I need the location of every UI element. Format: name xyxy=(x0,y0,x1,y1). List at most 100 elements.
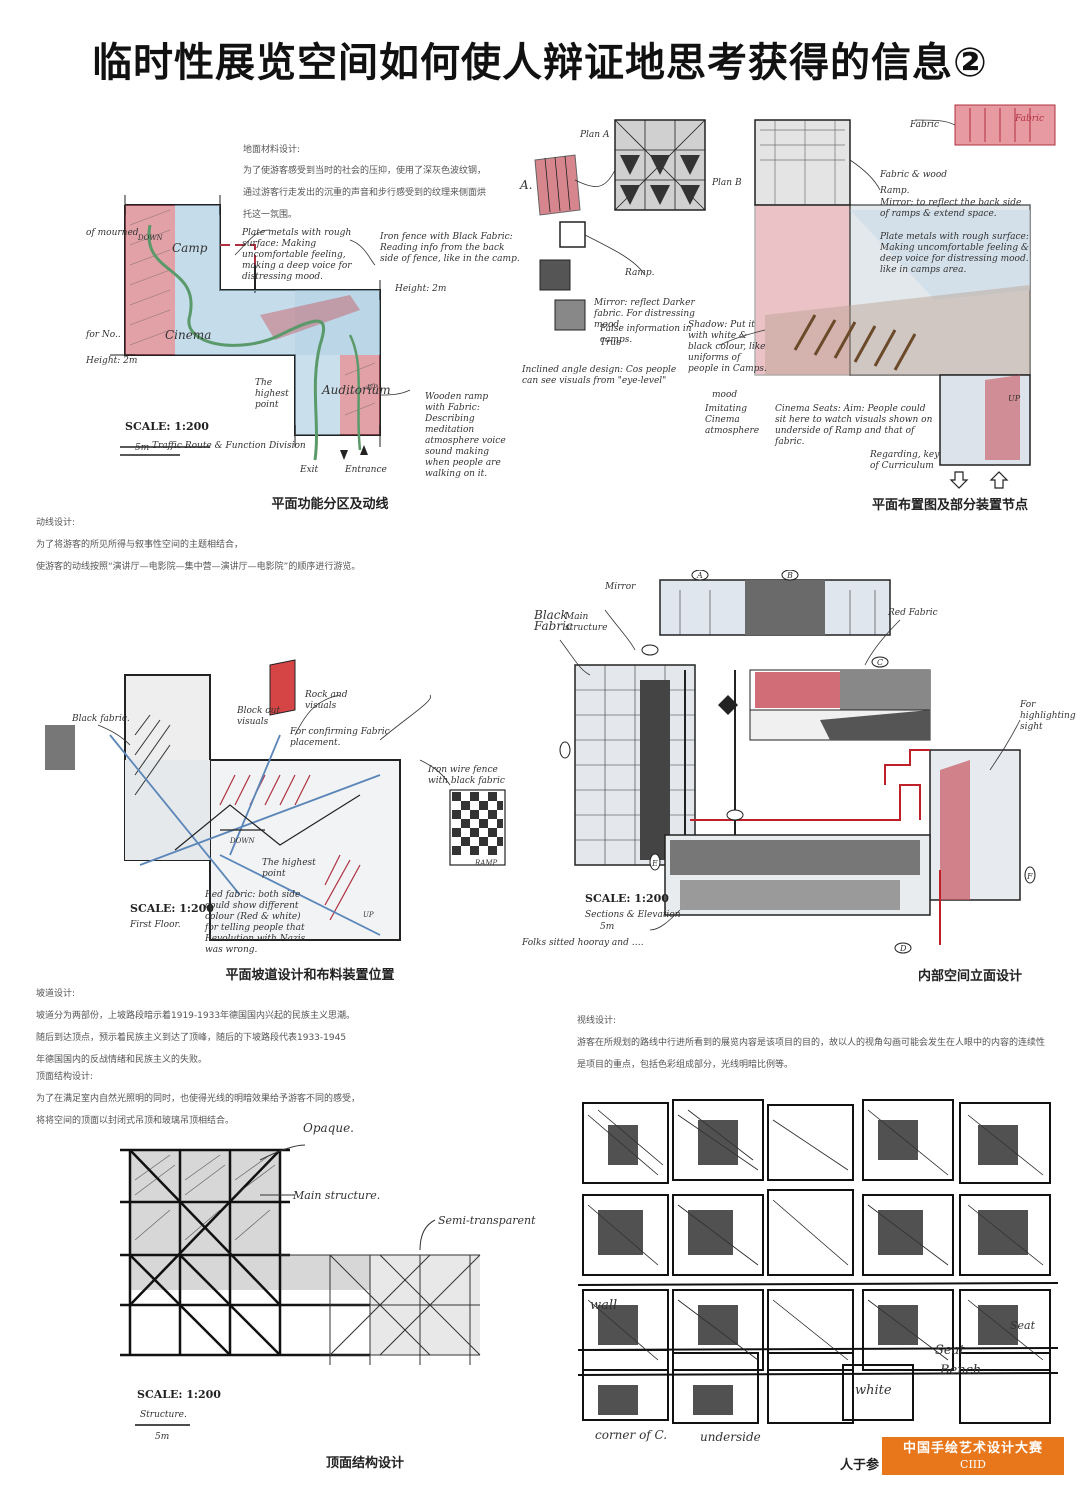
perspective-seat2-label: Seat xyxy=(1010,1319,1036,1332)
elevation-marker-f: F xyxy=(1027,872,1033,881)
ramp-line: 随后到达顶点，预示着民族主义到达了顶峰，随后的下坡路段代表1933-1945 xyxy=(36,1033,347,1043)
zoning-camp-label: Camp xyxy=(172,241,208,255)
elevation-scale: SCALE: 1:200 xyxy=(585,892,669,905)
circulation-section: 动线设计: 为了将游客的所见所得与叙事性空间的主题相结合， 使游客的动线按照“演… xyxy=(36,512,496,578)
ramp-section: 坡道设计: 坡道分为两部份，上坡路段暗示着1919-1933年德国国内兴起的民族… xyxy=(36,983,486,1071)
elevation-main-structure: Main structure xyxy=(565,612,608,633)
elevation-marker-a: A xyxy=(697,571,703,580)
badge-cn-text: 中国手绘艺术设计大赛 xyxy=(902,1441,1043,1456)
layout-fabric-pink-label: Fabric xyxy=(1015,114,1044,124)
zoning-unit: 5m xyxy=(135,443,150,453)
layout-plan-a: Plan A xyxy=(580,130,610,140)
layout-mirror-fabric: Mirror: reflect Darker fabric. For distr… xyxy=(594,298,695,330)
elevation-marker-c: C xyxy=(877,658,884,667)
layout-up: UP xyxy=(1008,394,1021,403)
layout-ramp-2: Ramp. xyxy=(625,268,655,278)
zoning-exit-label: Exit xyxy=(300,465,319,475)
floor-material-section: 地面材料设计: 为了使游客感受到当时的社会的压抑，使用了深灰色波纹钢， 通过游客… xyxy=(243,140,543,226)
caption-roof-structure: 顶面结构设计 xyxy=(325,1456,404,1471)
circulation-line: 使游客的动线按照“演讲厅—电影院—集中营—演讲厅—电影院”的顺序进行游览。 xyxy=(36,562,361,572)
elevation-bottom-note: Folks sitted hooray and …. xyxy=(522,938,644,948)
roof-main-structure-label: Main structure. xyxy=(293,1189,381,1202)
competition-badge: 中国手绘艺术设计大赛 CIID xyxy=(882,1437,1064,1475)
zoning-up-label: UP xyxy=(367,384,378,392)
ramp-down-label: DOWN xyxy=(230,837,255,845)
circulation-line: 为了将游客的所见所得与叙事性空间的主题相结合， xyxy=(36,540,244,550)
sightline-line: 是项目的重点，包括色彩组成部分，光线明暗比例等。 xyxy=(577,1060,794,1070)
ramp-highest-label: The highest point xyxy=(262,858,316,879)
ramp-red-fabric-note: Red fabric: both side could show differe… xyxy=(205,890,306,955)
zoning-left-note-2: for No.. xyxy=(86,330,121,340)
layout-plan-sketch xyxy=(534,104,1056,489)
layout-cinema-atmos: Imitating Cinema atmosphere xyxy=(705,404,760,436)
sightline-section: 视线设计: 游客在所规划的路线中行进所看到的展览内容是该项目的目的，故以人的视角… xyxy=(577,1010,1072,1076)
layout-inclined-note: Inclined angle design: Cos people can se… xyxy=(522,365,677,386)
ramp-scale: SCALE: 1:200 xyxy=(130,902,214,915)
layout-fabric-label: Fabric xyxy=(910,120,939,130)
perspective-white-label: white xyxy=(855,1383,892,1398)
perspective-sketch xyxy=(578,1099,1058,1424)
zoning-height-left: Height: 2m xyxy=(86,356,138,366)
elevation-red-fabric: Red Fabric xyxy=(888,608,938,618)
ramp-ramp-label: RAMP xyxy=(475,859,498,867)
sightline-line: 游客在所规划的路线中行进所看到的展览内容是该项目的目的，故以人的视角勾画可能会发… xyxy=(577,1038,1046,1048)
perspective-bench-label: Bench xyxy=(940,1363,982,1378)
elevation-marker-b: B xyxy=(787,571,793,580)
interior-elevation-sketch xyxy=(559,570,1036,954)
floor-material-line: 为了使游客感受到当时的社会的压抑，使用了深灰色波纹钢， xyxy=(243,166,487,176)
ramp-iron-wire-note: Iron wire fence with black fabric xyxy=(428,765,505,786)
roof-line: 将将空间的顶面以封闭式吊顶和玻璃吊顶相结合。 xyxy=(36,1116,235,1126)
layout-shadow-note: Shadow: Put it with white & black colour… xyxy=(688,320,767,374)
sightline-title: 视线设计: xyxy=(577,1016,617,1026)
layout-mood: mood xyxy=(712,390,738,400)
roof-section: 顶面结构设计: 为了在满足室内自然光照明的同时，也使得光线的明暗效果给予游客不同… xyxy=(36,1066,486,1132)
elevation-subtitle: Sections & Elevation xyxy=(585,910,681,920)
layout-plan-b: Plan B xyxy=(712,178,742,188)
layout-regarding: Regarding, key of Curriculum xyxy=(870,450,940,471)
ramp-title: 坡道设计: xyxy=(36,989,76,999)
ramp-up-label: UP xyxy=(363,911,374,919)
ramp-line: 坡道分为两部份，上坡路段暗示着1919-1933年德国国内兴起的民族主义思潮。 xyxy=(36,1011,356,1021)
perspective-underside-label: underside xyxy=(700,1430,761,1444)
zoning-cinema-label: Cinema xyxy=(165,328,212,342)
zoning-down-label: DOWN xyxy=(138,234,163,242)
layout-true-label: True xyxy=(600,338,622,348)
roof-scale: SCALE: 1:200 xyxy=(137,1388,221,1401)
elevation-marker-d: D xyxy=(900,944,907,953)
badge-en-text: CIID xyxy=(960,1458,986,1471)
zoning-iron-fence-note: Iron fence with Black Fabric: Reading in… xyxy=(380,232,520,264)
zoning-highest-point: The highest point xyxy=(255,378,289,410)
ramp-floor: First Floor. xyxy=(130,920,181,930)
floor-material-title: 地面材料设计: xyxy=(243,145,301,155)
perspective-seat-label: Seat xyxy=(935,1343,965,1358)
zoning-scale: SCALE: 1:200 xyxy=(125,420,209,433)
ramp-block-note: Block out visuals xyxy=(237,706,281,727)
elevation-mirror: Mirror xyxy=(605,582,636,592)
zoning-wooden-ramp-note: Wooden ramp with Fabric: Describing medi… xyxy=(425,392,506,479)
roof-opaque-label: Opaque. xyxy=(303,1121,354,1135)
page-title: 临时性展览空间如何使人辩证地思考获得的信息② xyxy=(92,40,988,86)
ramp-fabric-sketch xyxy=(45,659,506,941)
ramp-rock-note: Rock and visuals xyxy=(305,690,348,711)
ramp-confirming-note: For confirming Fabric placement. xyxy=(290,727,390,748)
layout-fabric-wood: Fabric & wood xyxy=(880,170,948,180)
layout-a-marker: A. xyxy=(520,178,533,192)
zoning-left-note: of mourned xyxy=(86,228,139,238)
roof-semi-label: Semi-transparent xyxy=(438,1214,536,1227)
caption-ramp-fabric: 平面坡道设计和布料装置位置 xyxy=(225,968,395,983)
zoning-auditorium-label: Auditorium xyxy=(322,383,391,397)
layout-ramp-1: Ramp. xyxy=(880,186,910,196)
caption-interior-elevation: 内部空间立面设计 xyxy=(917,969,1022,984)
caption-plan-zoning: 平面功能分区及动线 xyxy=(271,497,389,512)
zoning-plate-metals-note: Plate metals with rough surface: Making … xyxy=(242,228,352,282)
roof-title: 顶面结构设计: xyxy=(36,1072,94,1082)
ramp-black-fabric: Black fabric. xyxy=(72,714,130,724)
zoning-entrance-label: Entrance xyxy=(345,465,387,475)
zoning-height-right: Height: 2m xyxy=(395,284,447,294)
floor-material-line: 托这一氛围。 xyxy=(243,210,298,220)
perspective-wall-label: wall xyxy=(590,1298,618,1313)
elevation-highlighting: For highlighting sight xyxy=(1020,700,1076,732)
layout-mirror-note: Mirror: to reflect the back side of ramp… xyxy=(880,198,1022,219)
layout-plate-note: Plate metals with rough surface: Making … xyxy=(880,232,1029,275)
zoning-subtitle: Traffic Route & Function Division xyxy=(152,441,306,451)
